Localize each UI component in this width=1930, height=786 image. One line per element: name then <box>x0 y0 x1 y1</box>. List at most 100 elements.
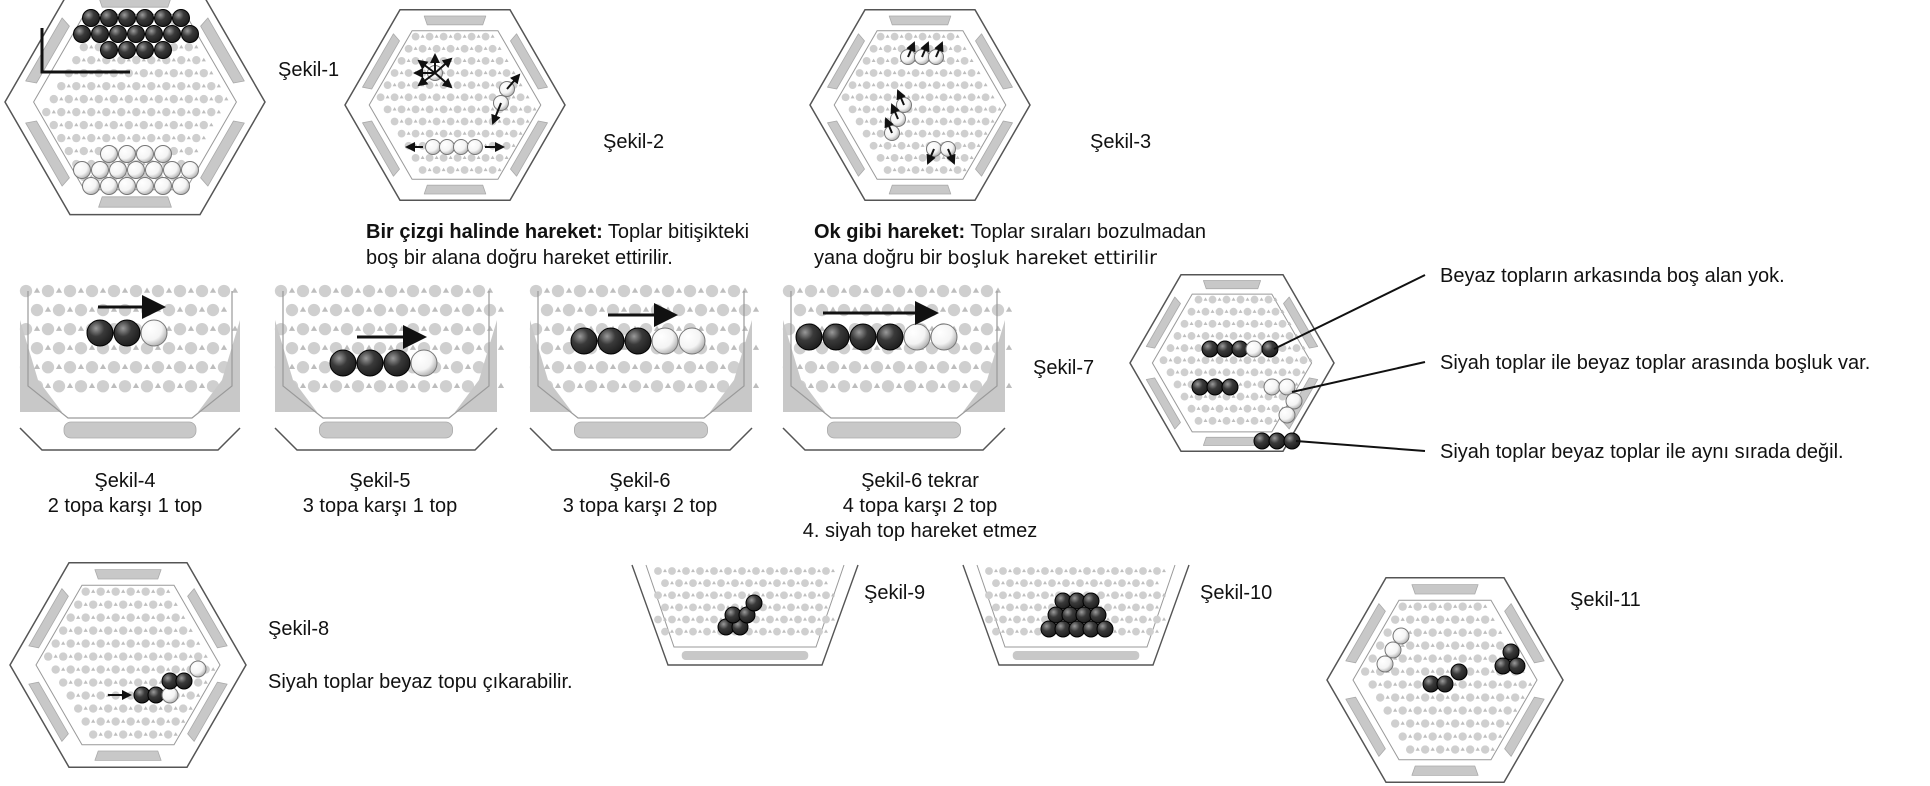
board-sekil-7-tray <box>1145 296 1181 349</box>
board-sekil-1-white-ball <box>172 177 190 195</box>
board-sekil-2-arrow <box>491 102 502 125</box>
board-sekil-6-tekrar-black-ball <box>795 323 823 351</box>
board-sekil-6-tray <box>574 421 709 439</box>
board-sekil-1-black-ball <box>136 41 154 59</box>
board-sekil-7-black-ball <box>1201 340 1219 358</box>
board-sekil-1-white-ball <box>154 145 172 163</box>
board-sekil-1-black-ball <box>163 25 181 43</box>
board-sekil-1-white-ball <box>145 161 163 179</box>
board-sekil-11-white-ball <box>1376 655 1394 673</box>
board-sekil-2-tray <box>423 15 487 26</box>
board-sekil-3 <box>809 8 1031 202</box>
board-sekil-9-tray <box>681 651 809 660</box>
board-sekil-1-white-ball <box>118 145 136 163</box>
board-sekil-6 <box>529 284 760 451</box>
sekil-7-note-b: Siyah toplar ile beyaz toplar arasında b… <box>1440 352 1871 374</box>
label-sekil-2: Şekil-2 <box>603 131 665 153</box>
board-sekil-8-tray <box>28 681 69 742</box>
board-sekil-1-black-ball <box>127 25 145 43</box>
board-sekil-11-tray <box>1345 603 1386 664</box>
board-sekil-3-arrow <box>884 117 894 134</box>
board-sekil-7-tray <box>1145 377 1181 430</box>
arrow-move-text-2a: yana doğru bir <box>814 247 948 269</box>
board-sekil-5-black-ball <box>383 349 411 377</box>
board-sekil-8-black-ball <box>175 672 193 690</box>
board-sekil-1-white-ball <box>109 161 127 179</box>
board-sekil-6-tekrar-tray <box>827 421 962 439</box>
board-sekil-7-white-ball <box>1263 378 1281 396</box>
label-sekil-10: Şekil-10 <box>1200 582 1273 604</box>
board-sekil-11-black-ball <box>1436 675 1454 693</box>
board-sekil-3-arrow <box>946 148 956 165</box>
board-sekil-1-black-ball <box>100 41 118 59</box>
board-sekil-7-white-ball <box>1278 378 1296 396</box>
arrow-move-text-1: Toplar sıraları bozulmadan <box>965 221 1207 243</box>
board-sekil-4-tray <box>20 320 62 412</box>
board-sekil-11-tray <box>1345 696 1386 757</box>
board-sekil-1-white-ball <box>136 177 154 195</box>
board-sekil-4 <box>19 284 241 451</box>
board-sekil-1-black-ball <box>91 25 109 43</box>
board-sekil-2-tray <box>510 33 548 90</box>
board-sekil-5-black-ball <box>356 349 384 377</box>
board-sekil-10-tray <box>1012 651 1140 660</box>
board-sekil-1-black-ball <box>181 25 199 43</box>
label-sekil-3: Şekil-3 <box>1090 131 1152 153</box>
board-sekil-3-tray <box>975 120 1013 177</box>
board-sekil-6-white-ball <box>651 327 679 355</box>
caption-sekil-6-tekrar: Şekil-6 tekrar 4 topa karşı 2 top 4. siy… <box>770 469 1070 544</box>
sekil-7-pointer-a <box>1273 274 1426 350</box>
sekil-7-pointer-c <box>1295 440 1426 452</box>
board-sekil-3-arrow <box>896 89 906 106</box>
board-sekil-7-black-ball <box>1253 432 1271 450</box>
board-sekil-6-black-ball <box>570 327 598 355</box>
inline-move-title: Bir çizgi halinde hareket: <box>366 221 603 243</box>
board-sekil-6-tray <box>530 320 572 412</box>
board-sekil-8-tray <box>94 750 162 761</box>
board-sekil-4-white-ball <box>140 319 168 347</box>
board-sekil-1-black-ball <box>154 9 172 27</box>
board-sekil-7-white-ball <box>1285 392 1303 410</box>
board-sekil-6-tekrar-tray <box>783 320 825 412</box>
board-sekil-1-tray <box>200 120 245 187</box>
board-sekil-5-white-ball <box>410 349 438 377</box>
board-sekil-7-black-ball <box>1261 340 1279 358</box>
board-sekil-9-black-ball <box>745 594 763 612</box>
label-sekil-11: Şekil-11 <box>1570 589 1641 611</box>
board-sekil-2-white-ball <box>425 139 441 155</box>
caption-sekil-4-title: Şekil-4 <box>94 470 156 492</box>
board-sekil-1-white-ball <box>154 177 172 195</box>
board-sekil-2-white-ball <box>453 139 469 155</box>
board-sekil-1-white-ball <box>163 161 181 179</box>
label-sekil-1: Şekil-1 <box>278 59 340 81</box>
board-sekil-6-tekrar-black-ball <box>849 323 877 351</box>
board-sekil-1-white-ball <box>91 161 109 179</box>
board-sekil-2-tray <box>510 120 548 177</box>
board-sekil-7 <box>1129 273 1426 453</box>
board-sekil-1-white-ball <box>127 161 145 179</box>
board-sekil-2-tray <box>362 120 400 177</box>
board-sekil-6-tekrar-white-ball <box>930 323 958 351</box>
label-sekil-7: Şekil-7 <box>1033 357 1095 379</box>
board-sekil-3-arrow <box>926 148 936 165</box>
board-sekil-3-tray <box>827 33 865 90</box>
caption-sekil-6-text: 3 topa karşı 2 top <box>562 495 718 517</box>
arrow-move-note: Ok gibi hareket: Toplar sıraları bozulma… <box>814 219 1294 271</box>
board-sekil-1-white-ball <box>100 145 118 163</box>
board-sekil-1-white-ball <box>136 145 154 163</box>
board-sekil-6-tekrar-bracket <box>40 28 130 74</box>
board-sekil-7-black-ball <box>1206 378 1224 396</box>
board-sekil-5 <box>274 284 505 451</box>
board-sekil-3-tray <box>827 120 865 177</box>
board-sekil-6-black-ball <box>597 327 625 355</box>
board-sekil-1-white-ball <box>82 177 100 195</box>
board-sekil-11-white-ball <box>1392 627 1410 645</box>
board-sekil-6-tekrar <box>40 28 1013 451</box>
board-sekil-2-arrow <box>434 57 453 74</box>
inline-move-text-2: boş bir alana doğru hareket ettirilir. <box>366 247 673 269</box>
board-sekil-1-white-ball <box>73 161 91 179</box>
board-sekil-4-black-ball <box>86 319 114 347</box>
board-sekil-6-white-ball <box>678 327 706 355</box>
board-sekil-11-tray <box>1411 765 1479 776</box>
board-sekil-1-black-ball <box>154 41 172 59</box>
